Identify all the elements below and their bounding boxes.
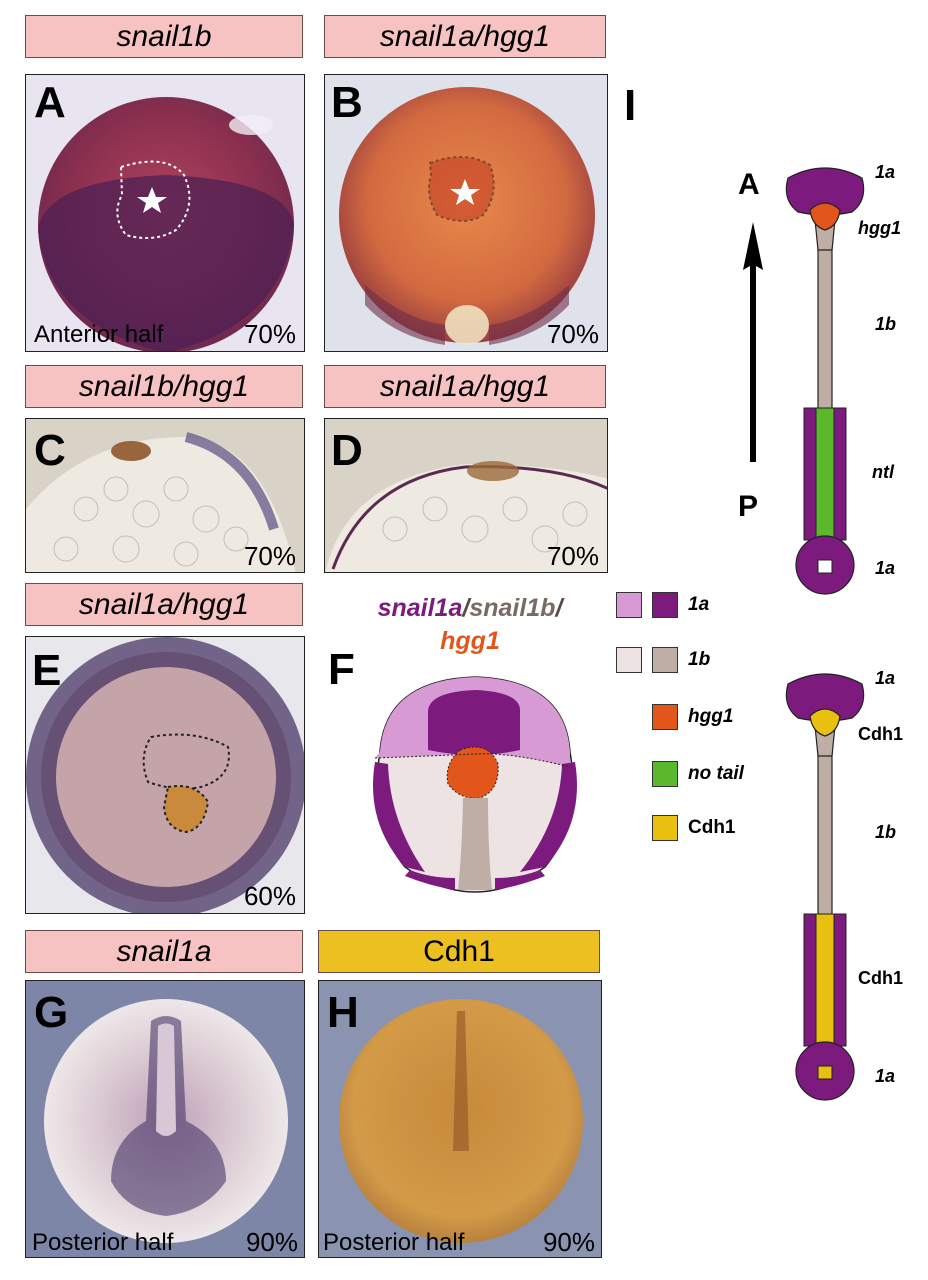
panel-a-embryo-image: A Anterior half 70% bbox=[25, 74, 305, 352]
title-sep2: / bbox=[555, 594, 563, 622]
letter-h: H bbox=[327, 988, 359, 1037]
stage-b: 70% bbox=[546, 319, 599, 349]
stage-d: 70% bbox=[546, 541, 599, 571]
legend-cdh1: Cdh1 bbox=[652, 815, 736, 841]
label-cdh1-h: Cdh1 bbox=[318, 930, 600, 973]
panel-h-embryo-image: H Posterior half 90% bbox=[318, 980, 602, 1258]
diagram-bottom-label-notochord: Cdh1 bbox=[858, 968, 903, 988]
legend-label-1a: 1a bbox=[688, 594, 710, 615]
diagram-top-label-tail: 1a bbox=[875, 558, 896, 578]
letter-c: C bbox=[34, 426, 66, 475]
title-sep1: / bbox=[462, 594, 470, 622]
caption-anterior-half: Anterior half bbox=[34, 321, 164, 348]
swatch-1b-dark bbox=[652, 647, 678, 673]
panel-b-embryo-image: B 70% bbox=[324, 74, 608, 352]
diagram-top-label-prechordal: hgg1 bbox=[858, 218, 901, 238]
label-snail1a-hgg1-d: snail1a/hgg1 bbox=[324, 365, 606, 408]
label-snail1a-hgg1-e: snail1a/hgg1 bbox=[25, 583, 303, 626]
label-snail1a-g: snail1a bbox=[25, 930, 303, 973]
title-hgg1: hgg1 bbox=[440, 626, 500, 655]
caption-posterior-half-h: Posterior half bbox=[323, 1229, 465, 1256]
axis-label-anterior: A bbox=[738, 168, 760, 201]
letter-a: A bbox=[34, 78, 66, 127]
letter-e: E bbox=[32, 646, 62, 695]
panel-f-title: snail1a/snail1b/ hgg1 bbox=[350, 592, 590, 657]
embryo-diagram-bottom bbox=[785, 673, 865, 1101]
stage-h: 90% bbox=[542, 1227, 595, 1257]
stage-g: 90% bbox=[245, 1227, 298, 1257]
legend-label-hgg1: hgg1 bbox=[688, 706, 734, 727]
caption-posterior-half-g: Posterior half bbox=[32, 1229, 174, 1256]
letter-i: I bbox=[624, 81, 637, 130]
swatch-hgg1 bbox=[652, 704, 678, 730]
panel-g-embryo-image: G Posterior half 90% bbox=[25, 980, 305, 1258]
legend-label-no-tail: no tail bbox=[688, 763, 744, 784]
panel-d-section-image: D 70% bbox=[324, 418, 608, 573]
legend-label-1b: 1b bbox=[688, 649, 711, 670]
letter-b: B bbox=[331, 78, 363, 127]
letter-f: F bbox=[328, 645, 355, 694]
legend-1b: 1b bbox=[616, 647, 710, 673]
diagram-bottom-label-stem: 1b bbox=[875, 822, 897, 842]
letter-d: D bbox=[331, 426, 363, 475]
label-snail1b-hgg1-c: snail1b/hgg1 bbox=[25, 365, 303, 408]
diagram-bottom-label-prechordal: Cdh1 bbox=[858, 724, 903, 744]
label-snail1b: snail1b bbox=[25, 15, 303, 58]
diagram-top-label-notochord: ntl bbox=[872, 462, 894, 482]
panel-f-schematic bbox=[373, 676, 577, 893]
diagram-top-label-stem: 1b bbox=[875, 314, 897, 334]
panel-c-section-image: C 70% bbox=[25, 418, 305, 573]
stage-c: 70% bbox=[243, 541, 296, 571]
letter-g: G bbox=[34, 988, 69, 1037]
swatch-1b-light bbox=[616, 647, 642, 673]
swatch-cdh1 bbox=[652, 815, 678, 841]
title-snail1b: snail1b bbox=[469, 594, 556, 622]
title-snail1a: snail1a bbox=[377, 594, 463, 622]
legend-label-cdh1: Cdh1 bbox=[688, 817, 736, 838]
embryo-diagram-top bbox=[785, 167, 865, 595]
stage-a: 70% bbox=[243, 319, 296, 349]
axis-label-posterior: P bbox=[738, 490, 759, 523]
label-snail1a-hgg1-b: snail1a/hgg1 bbox=[324, 15, 606, 58]
diagram-top-label-head: 1a bbox=[875, 162, 896, 182]
swatch-1a-light bbox=[616, 592, 642, 618]
swatch-no-tail bbox=[652, 761, 678, 787]
legend-1a: 1a bbox=[616, 592, 709, 618]
legend-hgg1: hgg1 bbox=[652, 704, 733, 730]
diagram-bottom-label-tail: 1a bbox=[875, 1066, 896, 1086]
panel-e-embryo-image: E 60% bbox=[25, 636, 305, 914]
stage-e: 60% bbox=[243, 881, 296, 911]
swatch-1a-dark bbox=[652, 592, 678, 618]
anterior-posterior-arrow bbox=[743, 222, 763, 462]
diagram-bottom-label-head: 1a bbox=[875, 668, 896, 688]
legend-no-tail: no tail bbox=[652, 761, 744, 787]
